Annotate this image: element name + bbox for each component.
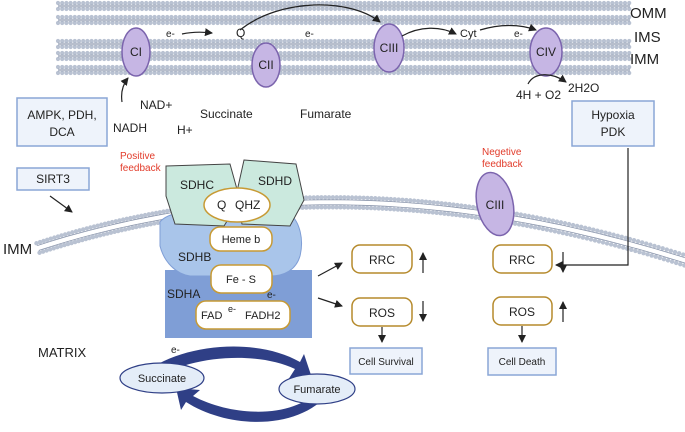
ros-left-label: ROS (369, 306, 395, 320)
fadh2-label: FADH2 (245, 310, 280, 322)
sdh-to-ros-arrow (317, 297, 343, 308)
electron-3: e- (514, 29, 523, 40)
curved-inner-membrane (34, 195, 685, 268)
four-h-o2-label: 4H + O2 (516, 88, 561, 102)
nadh-arrow (120, 77, 129, 103)
oxygen-arrow (527, 74, 567, 85)
cycle-succinate-node (119, 362, 205, 394)
cycle-arrow-bottom (176, 388, 330, 422)
complex-iii-right-label: CIII (486, 198, 505, 212)
q-carrier: Q (236, 26, 245, 40)
nad-plus-label: NAD+ (140, 98, 172, 112)
succinate-top-label: Succinate (200, 107, 253, 121)
cycle-fumarate-label: Fumarate (293, 384, 340, 396)
fad-box (195, 300, 291, 330)
cycle-fumarate-node (278, 373, 356, 405)
nadh-label: NADH (113, 121, 147, 135)
rrc-left-box (351, 244, 413, 274)
ampk-box: AMPK, PDH, DCA (16, 97, 108, 147)
electron-6: e- (171, 345, 180, 356)
omm-label: OMM (630, 5, 667, 22)
cell-death-label: Cell Death (499, 357, 546, 368)
negative-feedback-line-1: Negetive (482, 147, 522, 158)
hypoxia-line-2: PDK (601, 125, 626, 139)
ros-right-box (492, 296, 553, 326)
sdh-complex: SDHC SDHD Q QHZ Heme b SDHB Fe - S SDHA … (159, 159, 312, 338)
sdhb-label: SDHB (178, 250, 211, 264)
ampk-line-1: AMPK, PDH, (27, 108, 96, 122)
cycle-succinate-label: Succinate (138, 373, 186, 385)
complex-iv: CIV (529, 27, 563, 77)
electron-4: e- (267, 290, 276, 301)
cell-survival-box (349, 347, 423, 375)
qhz-label: QHZ (235, 198, 260, 212)
ims-label: IMS (634, 29, 661, 46)
sirt3-label: SIRT3 (36, 172, 70, 186)
fes-label: Fe - S (226, 274, 256, 286)
complex-iii-label: CIII (380, 41, 399, 55)
fad-label: FAD (201, 310, 222, 322)
sdha-label: SDHA (167, 287, 200, 301)
complex-ii-label: CII (258, 58, 273, 72)
imm-curved-label: IMM (3, 241, 32, 258)
e-arrow-ci-q (181, 28, 213, 37)
ampk-line-2: DCA (49, 125, 74, 139)
complex-ii: CII (251, 42, 281, 88)
e-arrow-cyt-civ (479, 23, 537, 32)
electron-2: e- (305, 29, 314, 40)
cell-survival-label: Cell Survival (358, 357, 414, 368)
electron-5: e- (228, 304, 236, 314)
hypoxia-line-1: Hypoxia (591, 108, 635, 122)
positive-feedback-line-1: Positive (120, 151, 155, 162)
complex-iv-label: CIV (536, 45, 556, 59)
h-plus-label: H+ (177, 123, 193, 137)
sirt3-box: SIRT3 (16, 167, 90, 191)
rrc-right-label: RRC (509, 253, 535, 267)
sdhc-label: SDHC (180, 178, 214, 192)
matrix-label: MATRIX (38, 345, 86, 360)
hypoxia-box: Hypoxia PDK (571, 100, 655, 147)
complex-i-label: CI (130, 45, 142, 59)
cell-death-box (487, 347, 557, 376)
ros-right-label: ROS (509, 305, 535, 319)
e-arrow-q-ciii (239, 4, 381, 31)
sdh-q-label: Q (217, 198, 226, 212)
hypoxia-arrow (555, 148, 629, 269)
sdh-to-rrc-arrow (317, 262, 343, 277)
sirt3-arrow (49, 195, 73, 213)
complex-i: CI (121, 27, 151, 77)
ros-left-box (351, 297, 413, 327)
sdhd-label: SDHD (258, 174, 292, 188)
imm-top-label: IMM (630, 51, 659, 68)
positive-feedback-line-2: feedback (120, 163, 162, 174)
rrc-left-label: RRC (369, 253, 395, 267)
cycle-arrow-top (140, 346, 312, 382)
cyt-carrier: Cyt (460, 28, 477, 40)
complex-iii-right: CIII (475, 171, 515, 237)
heme-box (209, 226, 273, 252)
fes-box (210, 264, 273, 294)
complex-iii: CIII (373, 23, 405, 73)
negative-feedback-line-2: feedback (482, 159, 524, 170)
e-arrow-ciii-cyt (401, 27, 457, 37)
fumarate-top-label: Fumarate (300, 107, 352, 121)
rrc-right-box (492, 244, 553, 274)
heme-label: Heme b (222, 234, 261, 246)
electron-1: e- (166, 29, 175, 40)
two-h2o-label: 2H2O (568, 81, 599, 95)
